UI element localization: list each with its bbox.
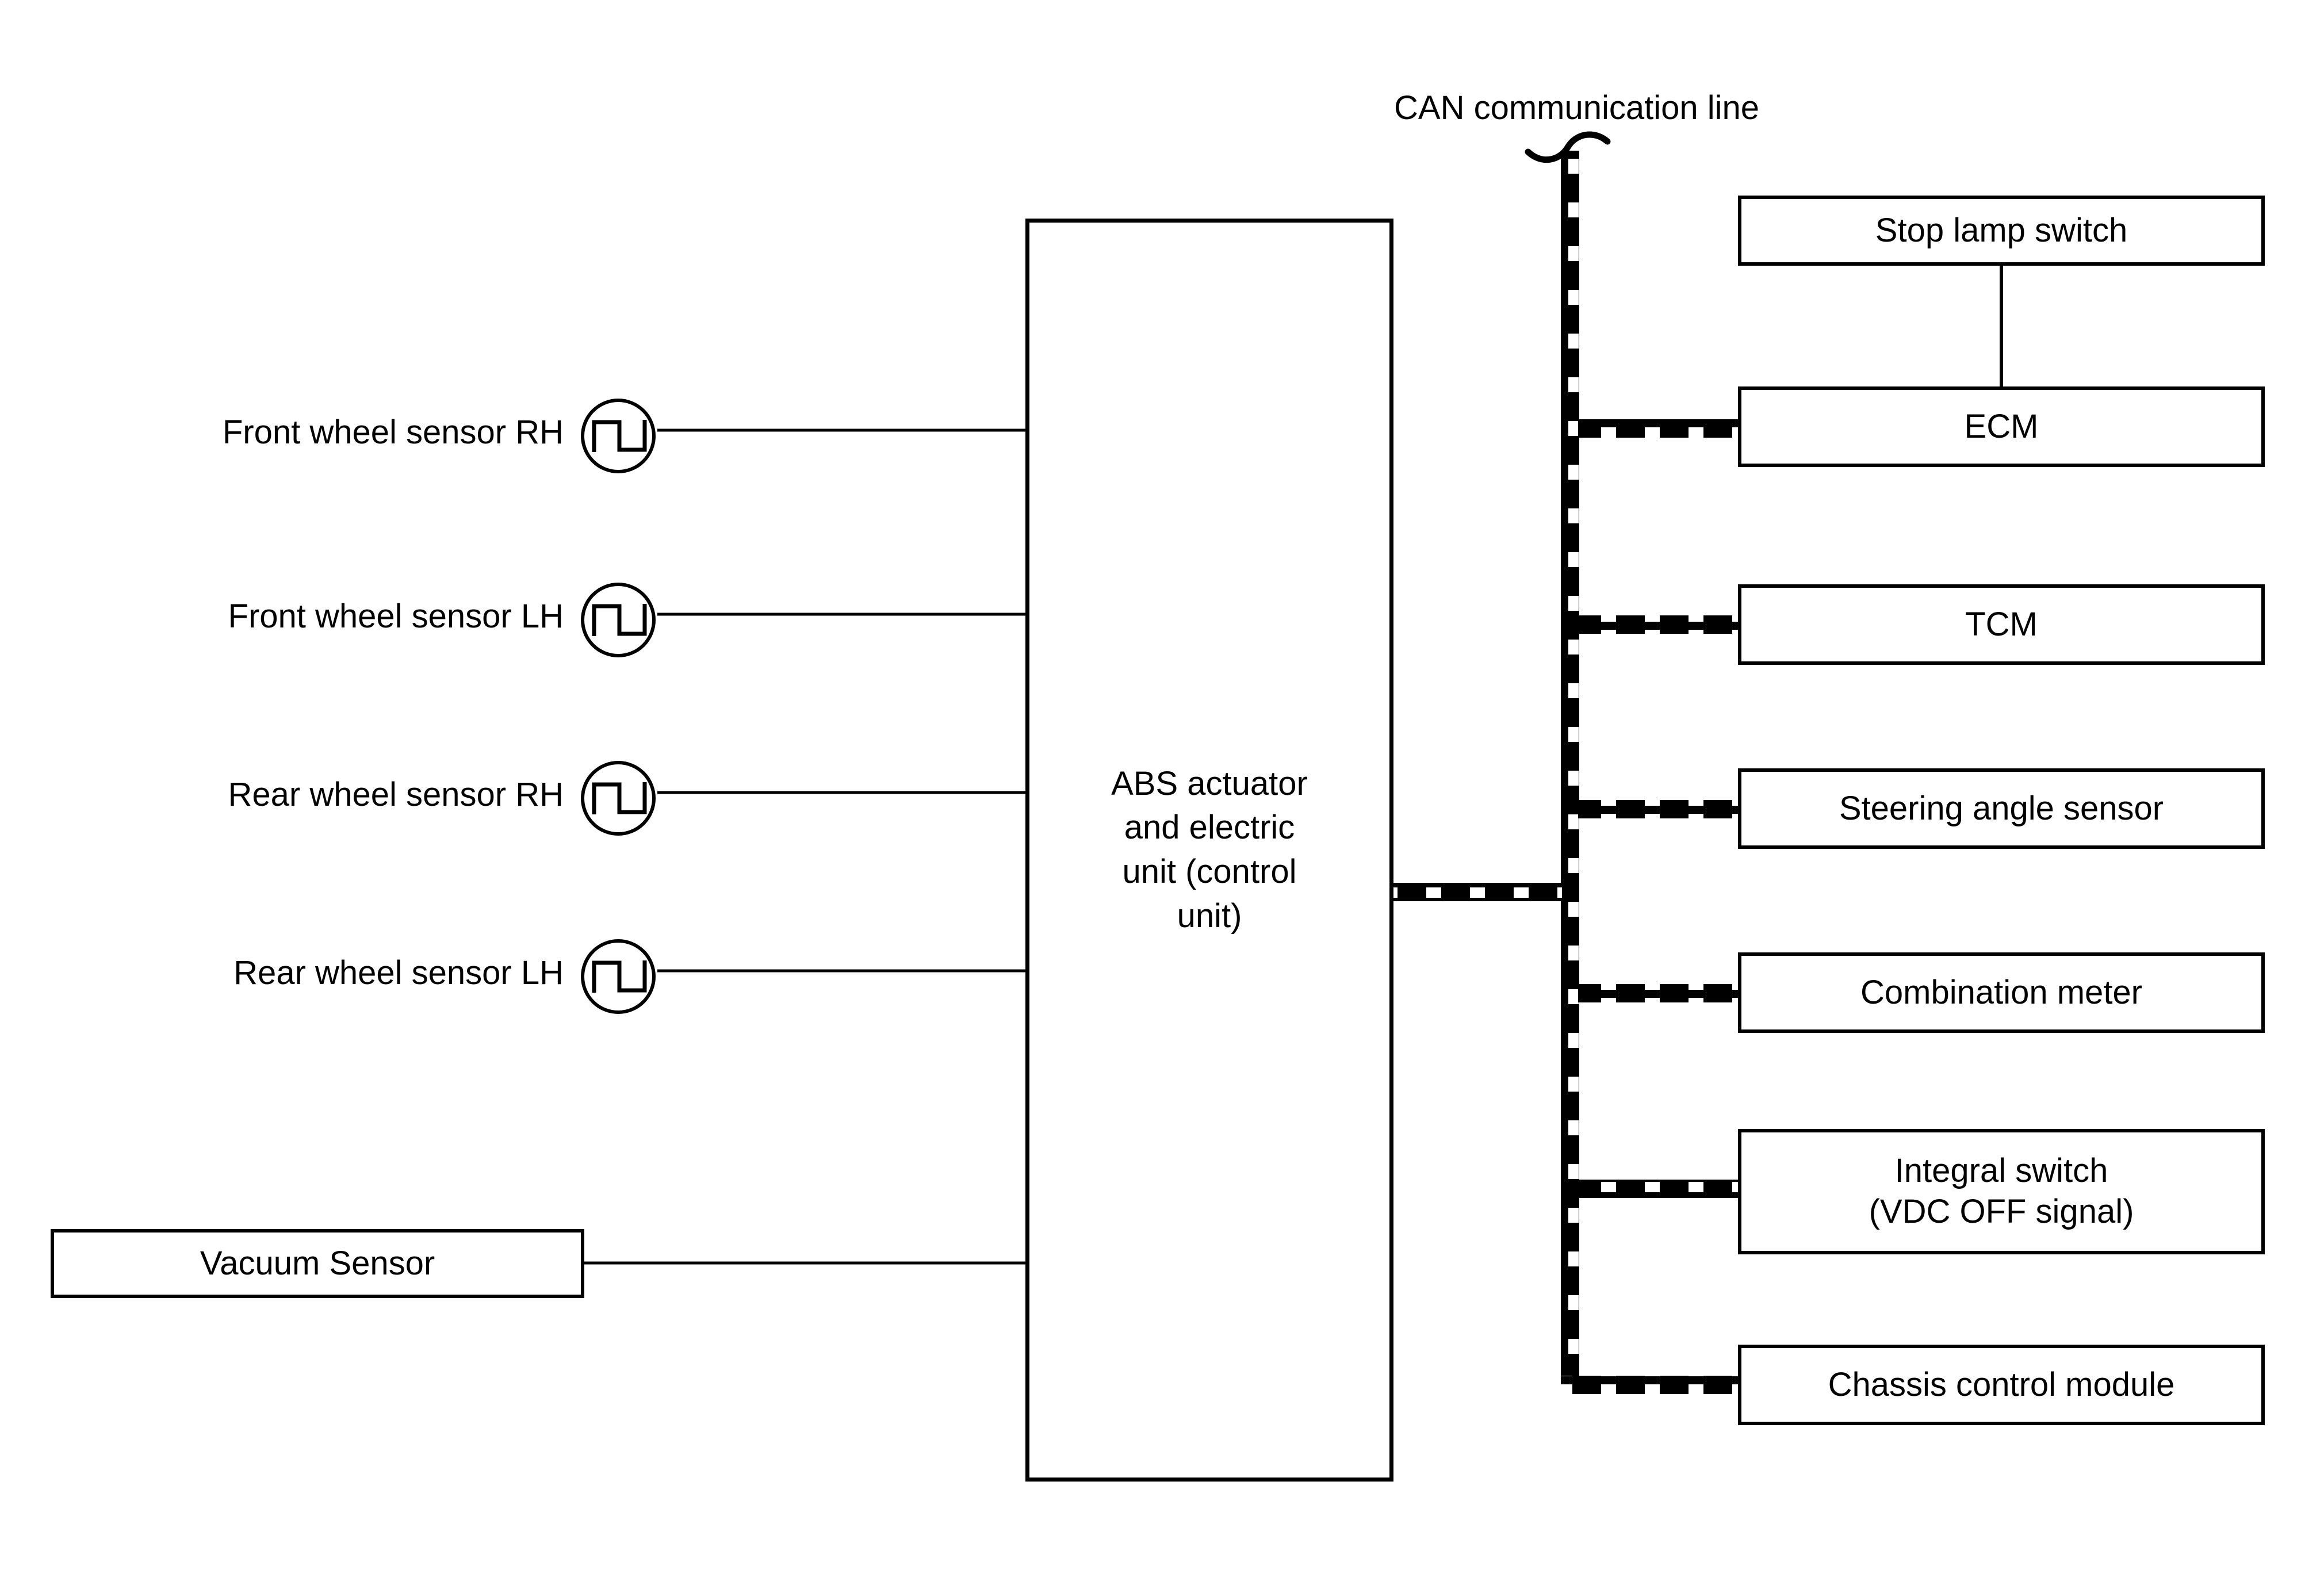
can-communication-line-label: CAN communication line xyxy=(1394,89,1760,127)
square-wave-sensor-icon-front-lh xyxy=(581,583,656,657)
node-steering-angle-sensor[interactable]: Steering angle sensor xyxy=(1738,768,2265,849)
node-tcm[interactable]: TCM xyxy=(1738,584,2265,665)
can-bus-branch-ecm xyxy=(1578,419,1740,438)
can-bus-branch-tcm xyxy=(1578,615,1740,634)
can-bus-leader-pigtail xyxy=(1525,131,1611,163)
can-bus-stub-abs-actuator xyxy=(1389,883,1562,901)
node-abs-actuator-control-unit[interactable]: ABS actuator and electric unit (control … xyxy=(1025,219,1393,1482)
label-front-wheel-sensor-lh: Front wheel sensor LH xyxy=(228,598,564,635)
label-rear-wheel-sensor-rh: Rear wheel sensor RH xyxy=(228,776,564,813)
label-rear-wheel-sensor-lh: Rear wheel sensor LH xyxy=(233,954,564,992)
abs-label-line-3: unit (control xyxy=(1122,853,1297,890)
node-combination-meter[interactable]: Combination meter xyxy=(1738,952,2265,1033)
can-bus-branch-integral-switch xyxy=(1578,1180,1740,1198)
node-integral-switch[interactable]: Integral switch (VDC OFF signal) xyxy=(1738,1129,2265,1254)
integral-switch-label: Integral switch (VDC OFF signal) xyxy=(1869,1151,2134,1232)
label-front-wheel-sensor-rh: Front wheel sensor RH xyxy=(222,414,564,451)
square-wave-sensor-icon-rear-rh xyxy=(581,761,656,836)
abs-actuator-label: ABS actuator and electric unit (control … xyxy=(1111,762,1308,938)
abs-label-line-4: unit) xyxy=(1177,897,1242,935)
node-chassis-control-module[interactable]: Chassis control module xyxy=(1738,1345,2265,1425)
node-vacuum-sensor[interactable]: Vacuum Sensor xyxy=(51,1229,584,1298)
node-stop-lamp-switch[interactable]: Stop lamp switch xyxy=(1738,196,2265,266)
square-wave-sensor-icon-rear-lh xyxy=(581,939,656,1014)
can-bus-branch-steering-angle-sensor xyxy=(1578,800,1740,818)
abs-label-line-1: ABS actuator xyxy=(1111,764,1308,802)
can-bus-branch-chassis-control-module xyxy=(1561,1376,1740,1394)
integral-switch-label-line-1: Integral switch xyxy=(1894,1152,2108,1190)
can-bus-trunk xyxy=(1561,151,1579,1394)
integral-switch-label-line-2: (VDC OFF signal) xyxy=(1869,1193,2134,1230)
abs-label-line-2: and electric xyxy=(1124,809,1295,847)
can-bus-branch-combination-meter xyxy=(1578,984,1740,1002)
node-ecm[interactable]: ECM xyxy=(1738,386,2265,467)
square-wave-sensor-icon-front-rh xyxy=(581,399,656,473)
